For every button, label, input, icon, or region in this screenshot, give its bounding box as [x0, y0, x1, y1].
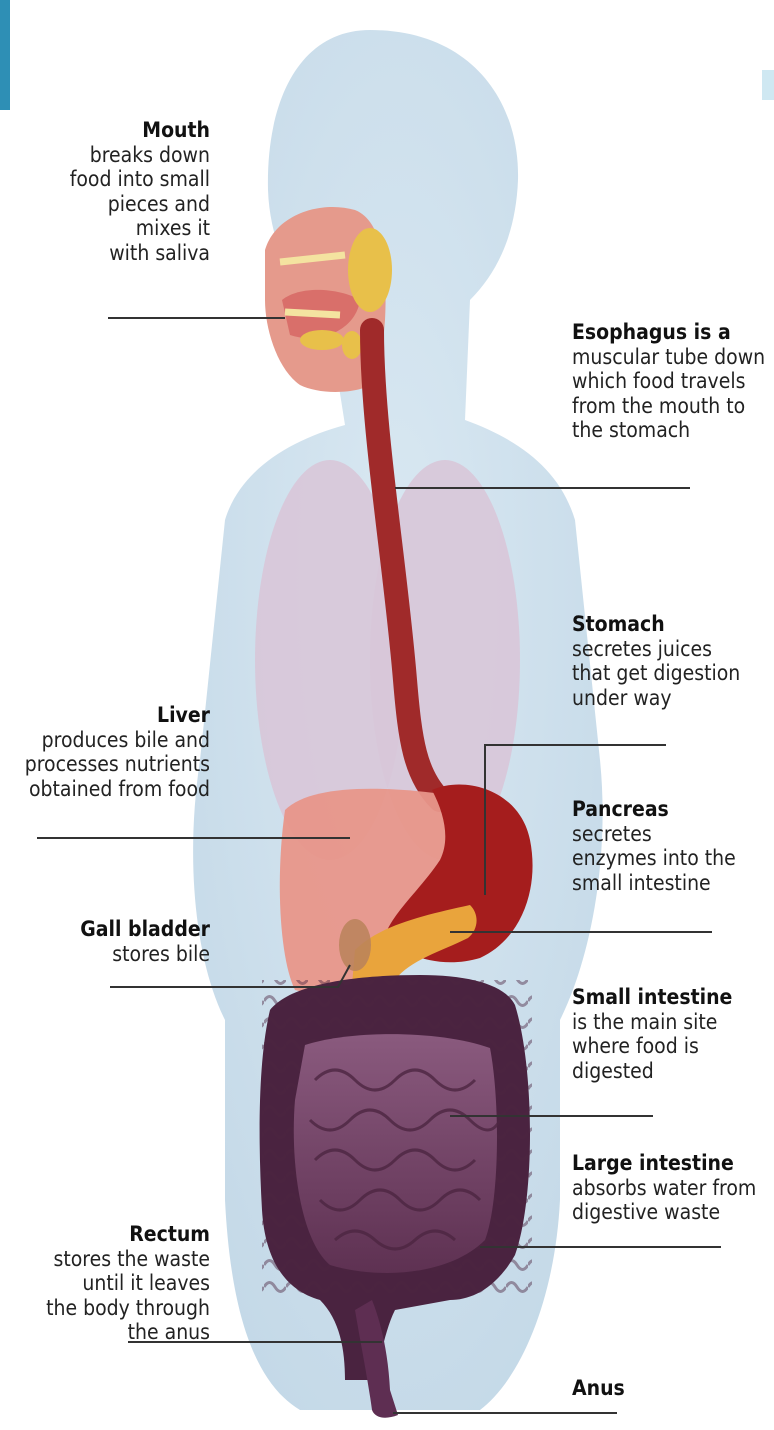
- esophagus-description: muscular tube down which food travels fr…: [572, 345, 765, 443]
- label-small-intestine: Small intestine is the main site where f…: [572, 985, 732, 1083]
- stomach-description: secretes juices that get digestion under…: [572, 637, 740, 711]
- large-intestine-title: Large intestine: [572, 1151, 756, 1176]
- label-liver: Liver produces bile and processes nutrie…: [25, 703, 210, 801]
- mouth-description: breaks down food into small pieces and m…: [70, 143, 210, 266]
- small-intestine-description: is the main site where food is digested: [572, 1010, 732, 1084]
- esophagus-title: Esophagus is a: [572, 320, 765, 345]
- right-edge-decoration: [762, 70, 774, 100]
- rectum-title: Rectum: [46, 1222, 210, 1247]
- label-gall-bladder: Gall bladder stores bile: [80, 917, 210, 966]
- gall-bladder-organ: [339, 919, 371, 971]
- gall-bladder-title: Gall bladder: [80, 917, 210, 942]
- label-large-intestine: Large intestine absorbs water from diges…: [572, 1151, 756, 1225]
- liver-description: produces bile and processes nutrients ob…: [25, 728, 210, 802]
- pancreas-title: Pancreas: [572, 797, 736, 822]
- large-intestine-description: absorbs water from digestive waste: [572, 1176, 756, 1225]
- label-esophagus: Esophagus is a muscular tube down which …: [572, 320, 765, 443]
- salivary-gland-small: [342, 331, 362, 359]
- label-stomach: Stomach secretes juices that get digesti…: [572, 612, 740, 710]
- liver-title: Liver: [25, 703, 210, 728]
- pancreas-description: secretes enzymes into the small intestin…: [572, 822, 736, 896]
- label-anus: Anus: [572, 1376, 625, 1401]
- label-rectum: Rectum stores the waste until it leaves …: [46, 1222, 210, 1345]
- label-mouth: Mouth breaks down food into small pieces…: [70, 118, 210, 265]
- salivary-gland-lower: [300, 330, 344, 350]
- mouth-title: Mouth: [70, 118, 210, 143]
- salivary-gland-upper: [348, 228, 392, 312]
- rectum-description: stores the waste until it leaves the bod…: [46, 1247, 210, 1345]
- left-edge-decoration: [0, 0, 10, 110]
- gall-bladder-description: stores bile: [80, 942, 210, 967]
- small-intestine-title: Small intestine: [572, 985, 732, 1010]
- anus-title: Anus: [572, 1376, 625, 1401]
- label-pancreas: Pancreas secretes enzymes into the small…: [572, 797, 736, 895]
- stomach-title: Stomach: [572, 612, 740, 637]
